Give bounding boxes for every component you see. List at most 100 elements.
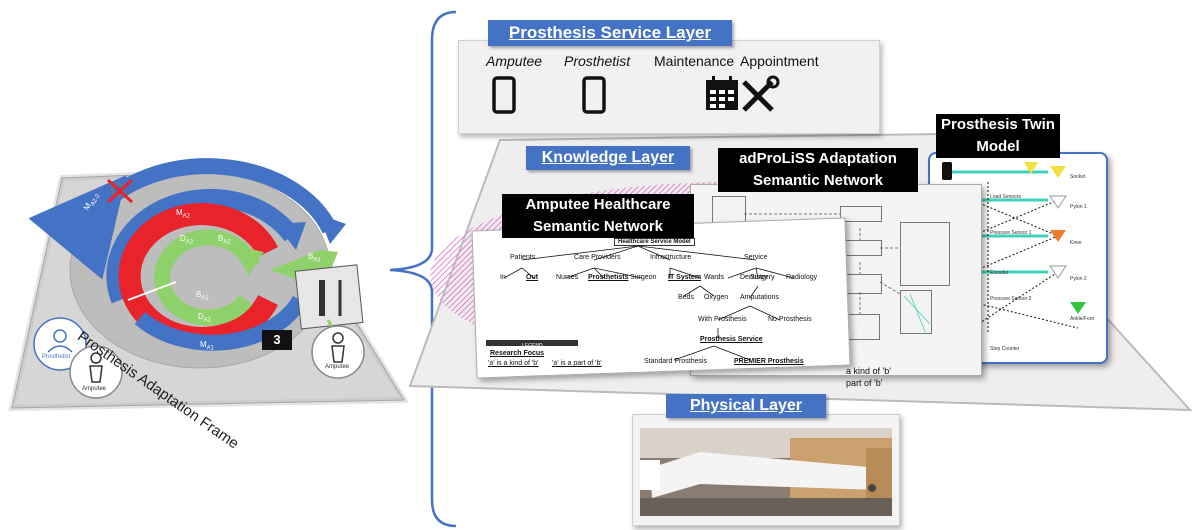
prosthetist-label: Prosthetist bbox=[42, 354, 71, 360]
adproliss-title-line2: Semantic Network bbox=[752, 172, 884, 189]
healthcare-tree bbox=[486, 245, 795, 361]
hc-it-system: IT System bbox=[668, 274, 702, 281]
hc-premier-prosthesis: PREMIER Prosthesis bbox=[734, 358, 804, 365]
m-a2-sub: A2 bbox=[182, 213, 191, 220]
label-m-a2: MA2 bbox=[176, 208, 190, 220]
label-d-a2: DA2 bbox=[180, 234, 193, 246]
hc-oxygen: Oxygen bbox=[704, 294, 729, 301]
service-layer-title: Prosthesis Service Layer bbox=[488, 20, 732, 46]
prosthetist-avatar bbox=[33, 317, 87, 371]
twin-tri-1 bbox=[1050, 166, 1066, 178]
hc-care-providers: Care Providers bbox=[574, 254, 621, 261]
amputee-avatar-left bbox=[69, 345, 123, 399]
adproliss-title: adProLiSS Adaptation Semantic Network bbox=[718, 148, 918, 192]
twin-sensor-stepcounter: Step Counter bbox=[990, 346, 1020, 352]
hc-surgery: Surgery bbox=[750, 274, 775, 281]
m-a2-letter: M bbox=[176, 208, 183, 217]
hc-model-title: Healthcare Service Model bbox=[614, 238, 695, 246]
m-a1-letter: M bbox=[200, 340, 207, 349]
knowledge-layer-title: Knowledge Layer bbox=[526, 146, 690, 170]
healthcare-title-line1: Amputee Healthcare bbox=[525, 196, 671, 213]
twin-title-line2: Model bbox=[976, 138, 1020, 155]
b-a1-letter: B bbox=[196, 290, 202, 299]
service-item-appointment: Appointment bbox=[740, 53, 819, 69]
healthcare-title-line2: Semantic Network bbox=[532, 218, 664, 235]
b-a2-sub: A2 bbox=[223, 239, 231, 246]
twin-tri-3 bbox=[1050, 230, 1066, 242]
label-m-a1: MA1 bbox=[200, 340, 214, 352]
blue-brace bbox=[389, 10, 457, 528]
hc-legend-research: Research Focus bbox=[490, 350, 545, 357]
adp-box-4 bbox=[900, 222, 950, 286]
wrench-tools-icon bbox=[742, 75, 780, 112]
label-b-a1: BA1 bbox=[196, 290, 209, 302]
amputee-avatar-right bbox=[311, 325, 365, 379]
hc-prosthetists: Prosthetists bbox=[588, 274, 629, 281]
adaptation-frame: MA2-2 MA2 DA2 BA2 BA1 DA1 MA1 BA1 Prosth… bbox=[0, 0, 420, 452]
adp-box-7 bbox=[848, 314, 880, 340]
d-a2-letter: D bbox=[180, 234, 186, 243]
amputee-label-right: Amputee bbox=[325, 364, 350, 370]
phone-icon-prosthetist bbox=[582, 76, 606, 114]
hc-nurses: Nurses bbox=[556, 274, 579, 281]
twin-tri-4 bbox=[1049, 265, 1067, 279]
b-a2-letter: B bbox=[218, 234, 224, 243]
prosthesis-photo bbox=[640, 428, 892, 516]
adp-box-2 bbox=[840, 206, 882, 222]
twin-tri-5 bbox=[1070, 302, 1086, 314]
service-item-prosthetist: Prosthetist bbox=[564, 53, 631, 69]
b-a1r-letter: B bbox=[308, 252, 314, 261]
b-a1r-sub: A1 bbox=[313, 257, 321, 264]
label-d-a1: DA1 bbox=[198, 312, 211, 324]
twin-sensor-socket: Socket bbox=[1070, 174, 1086, 180]
hc-patients: Patients bbox=[510, 254, 536, 261]
hc-legend-title: LEGEND bbox=[522, 343, 543, 349]
hc-no-prosthesis: No Prosthesis bbox=[768, 316, 812, 323]
d-a1-letter: D bbox=[198, 312, 204, 321]
hc-radiology: Radiology bbox=[786, 274, 818, 281]
twin-sensor-load: Load Sensors bbox=[990, 194, 1021, 200]
hc-standard-prosthesis: Standard Prosthesis bbox=[644, 358, 708, 365]
adp-legend-1: a kind of 'b' bbox=[846, 366, 891, 376]
label-b-a1r: BA1 bbox=[308, 252, 321, 264]
frame-badge: 3 bbox=[262, 330, 292, 350]
hc-infrastructure: Infrastructure bbox=[650, 254, 692, 261]
adproliss-title-line1: adProLiSS Adaptation bbox=[739, 150, 897, 167]
twin-sensor-pylon2: Pylon 2 bbox=[1070, 276, 1087, 282]
twin-title-line1: Prosthesis Twin bbox=[941, 116, 1055, 133]
physical-layer-title: Physical Layer bbox=[666, 394, 826, 418]
twin-sensor-ankle: Ankle/Foot bbox=[1070, 316, 1094, 322]
twin-sensor-knee: Knee bbox=[1070, 240, 1082, 246]
service-item-amputee: Amputee bbox=[486, 53, 543, 69]
hc-amputations: Amputations bbox=[740, 294, 779, 301]
adp-legend-2: part of 'b' bbox=[846, 378, 883, 388]
phone-icon-amputee bbox=[492, 76, 516, 114]
twin-sensor-pressure1: Pressure Sensor 1 bbox=[990, 230, 1032, 236]
adp-box-6 bbox=[900, 290, 932, 334]
hc-surgeon: Surgeon bbox=[630, 274, 657, 281]
service-item-maintenance: Maintenance bbox=[654, 53, 735, 69]
b-a1-sub: A1 bbox=[201, 295, 209, 302]
hc-in: In bbox=[500, 274, 506, 281]
hc-prosthesis-service: Prosthesis Service bbox=[700, 336, 763, 343]
loop-m-a1 bbox=[134, 295, 307, 351]
loop-m-a2 bbox=[106, 188, 300, 304]
twin-sensor-pressure2: Pressure Sensor 2 bbox=[990, 296, 1032, 302]
loop-b-a2 bbox=[153, 229, 260, 326]
twin-tri-2 bbox=[1049, 195, 1067, 209]
hc-with-prosthesis: With Prosthesis bbox=[698, 316, 747, 323]
leg-box bbox=[294, 264, 364, 330]
label-b-a2: BA2 bbox=[218, 234, 231, 246]
twin-tri-6 bbox=[1024, 162, 1038, 174]
hc-service: Service bbox=[744, 254, 768, 261]
hc-beds: Beds bbox=[678, 294, 694, 301]
hc-wards: Wards bbox=[704, 274, 724, 281]
service-layer-panel bbox=[458, 40, 880, 134]
twin-model-title: Prosthesis Twin Model bbox=[936, 114, 1060, 158]
hc-out: Out bbox=[526, 274, 539, 281]
calendar-icon bbox=[706, 76, 738, 110]
m-a1-sub: A1 bbox=[206, 345, 215, 352]
hc-dentistry: Dentistry bbox=[740, 274, 768, 281]
service-icons bbox=[492, 75, 780, 114]
twin-sensor-pylon1: Pylon 1 bbox=[1070, 204, 1087, 210]
